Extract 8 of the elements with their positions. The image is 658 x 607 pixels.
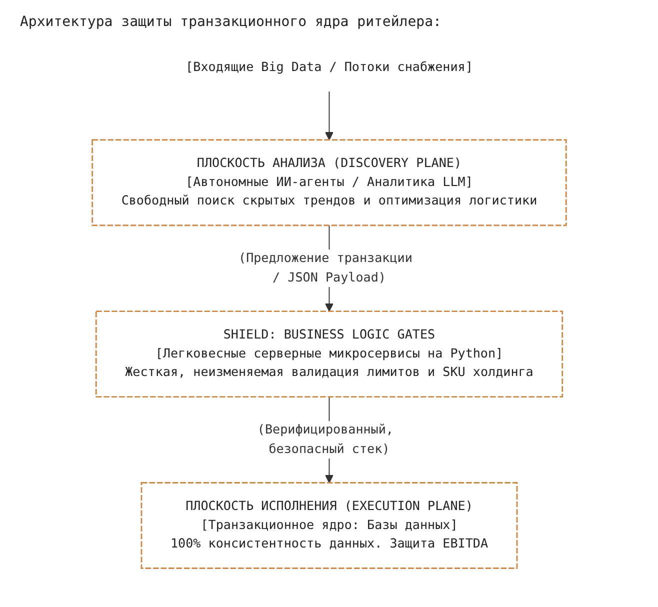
- edge-label: (Верифицированный, безопасный стек): [257, 422, 394, 456]
- node-text: [Входящие Big Data / Потоки снабжения]: [185, 60, 473, 75]
- node-box: SHIELD: BUSINESS LOGIC GATES [Легковесные серверные микросервисы на Python] Жесткая, неизменяемая валидация лимитов и SKU холдинга: [95, 310, 563, 398]
- edge-label: (Предложение транзакции / JSON Payload): [238, 251, 412, 285]
- node-box: ПЛОСКОСТЬ АНАЛИЗА (DISCOVERY PLANE) [Автономные ИИ-агенты / Аналитика LLM] Свободный поиск скрытых трендов и оптимизация логистики: [91, 139, 567, 226]
- diagram-title: Архитектура защиты транзакционного ядра ритейлера:: [20, 14, 442, 30]
- node-box: ПЛОСКОСТЬ ИСПОЛНЕНИЯ (EXECUTION PLANE) [Транзакционное ядро: Базы данных] 100% консистентность данных. Защита EBITDA: [140, 482, 518, 569]
- arrow: [324, 91, 334, 140]
